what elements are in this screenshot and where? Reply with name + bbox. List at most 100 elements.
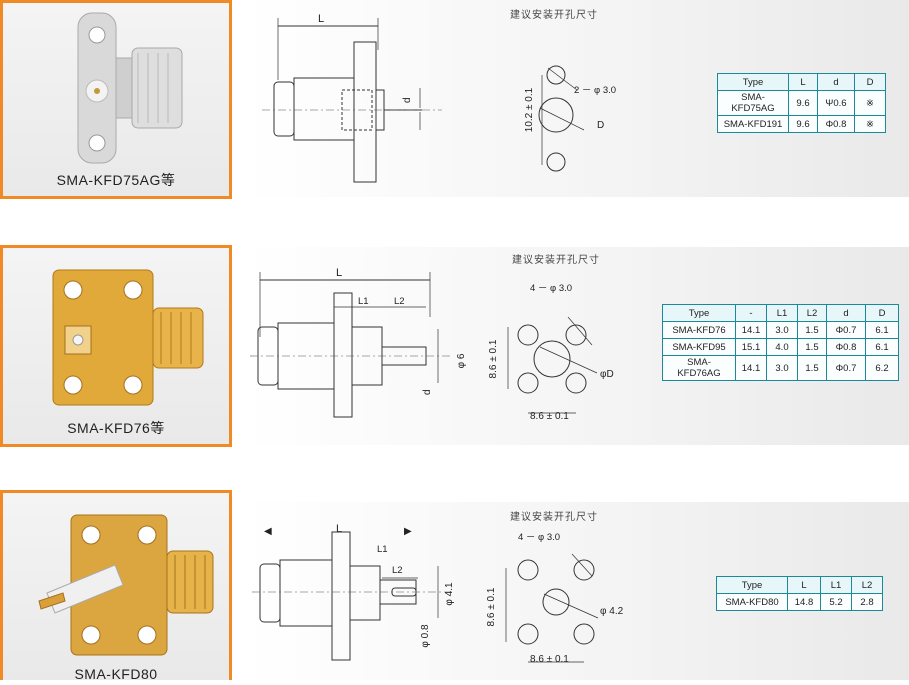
table-cell: SMA-KFD80	[716, 593, 788, 611]
table-header: L1	[766, 304, 798, 322]
dim-height-label: 10.2 ± 0.1	[524, 87, 535, 132]
table-header: L2	[851, 576, 883, 594]
table-cell: SMA-KFD75AG	[717, 90, 789, 116]
table-cell: 9.6	[788, 90, 818, 116]
table-header: Type	[717, 73, 789, 91]
dim-phi08-label: φ 0.8	[420, 624, 431, 648]
dim-L-label: L	[318, 13, 324, 25]
table-row: SMA-KFD76 14.1 3.0 1.5 Φ0.7 6.1	[662, 321, 899, 339]
dim-holes-label: 4 － φ 3.0	[518, 532, 560, 543]
dim-height-label: 8.6 ± 0.1	[488, 339, 499, 378]
table-cell: SMA-KFD191	[717, 115, 789, 133]
product-caption: SMA-KFD76等	[67, 420, 165, 436]
table-header-row: Type L L1 L2	[716, 576, 883, 594]
table-cell: 3.0	[766, 321, 798, 339]
table-cell: ※	[854, 115, 886, 133]
dim-L-label: L	[336, 267, 342, 279]
table-header: -	[735, 304, 767, 322]
table-header: L	[787, 576, 821, 594]
dim-L2-label: L2	[394, 296, 405, 307]
dim-L1-label: L1	[358, 296, 369, 307]
product-caption: SMA-KFD80	[74, 666, 158, 682]
dim-holes-label: 2 － φ 3.0	[574, 85, 616, 96]
hole-title: 建议安装开孔尺寸	[510, 512, 598, 523]
table-cell: Ψ0.6	[817, 90, 855, 116]
table-cell: 14.8	[787, 593, 821, 611]
table-cell: Φ0.8	[817, 115, 855, 133]
table-header: D	[865, 304, 899, 322]
table-header-row: Type L d D	[717, 73, 886, 91]
dim-d-label: d	[422, 389, 433, 395]
drawing-panel-2: L L1 L2 φ 6 d 4 － φ 3.0 8.6 ± 0.1	[242, 247, 909, 445]
dim-width-label: 8.6 ± 0.1	[530, 411, 569, 422]
table-cell: 1.5	[797, 338, 827, 356]
drawing-panel-1: L d 10.2 ± 0.1 2 － φ 3.0 D 建议安装开孔尺寸	[242, 0, 909, 197]
table-header: d	[826, 304, 866, 322]
table-cell: SMA-KFD76	[662, 321, 736, 339]
table-header: Type	[716, 576, 788, 594]
dim-width-label: 8.6 ± 0.1	[530, 654, 569, 665]
dim-arrow-left-icon: ◀	[264, 526, 272, 537]
connector-image-2	[52, 269, 204, 406]
drawing-panel-3: L ◀ ▶ L1 L2 φ 4.1 φ 0.8 4 － φ 3.0 8.6 ± …	[242, 502, 909, 680]
connector-image-1	[77, 12, 183, 164]
table-cell: 2.8	[851, 593, 883, 611]
table-cell: SMA-KFD76AG	[662, 355, 736, 381]
dim-arrow-right-icon: ▶	[404, 526, 412, 537]
dim-L1-label: L1	[377, 544, 388, 555]
table-cell: 6.1	[865, 321, 899, 339]
table-header-row: Type - L1 L2 d D	[662, 304, 899, 322]
table-cell: 4.0	[766, 338, 798, 356]
table-cell: SMA-KFD95	[662, 338, 736, 356]
spec-table-1: Type L d D SMA-KFD75AG 9.6 Ψ0.6 ※ SMA-KF…	[717, 73, 886, 133]
table-cell: 14.1	[735, 355, 767, 381]
dim-D-label: D	[597, 120, 604, 131]
hole-title: 建议安装开孔尺寸	[510, 10, 598, 21]
dim-D-label: φD	[600, 369, 614, 380]
table-cell: Φ0.7	[826, 321, 866, 339]
table-row: SMA-KFD76AG 14.1 3.0 1.5 Φ0.7 6.2	[662, 355, 899, 381]
table-cell: 15.1	[735, 338, 767, 356]
table-header: L	[788, 73, 818, 91]
table-header: L2	[797, 304, 827, 322]
hole-title: 建议安装开孔尺寸	[512, 255, 600, 266]
table-row: SMA-KFD80 14.8 5.2 2.8	[716, 593, 883, 611]
table-header: d	[817, 73, 855, 91]
table-cell: 5.2	[820, 593, 852, 611]
product-photo-1: SMA-KFD75AG等	[0, 0, 232, 199]
table-cell: 6.1	[865, 338, 899, 356]
dim-phi41-label: φ 4.1	[444, 582, 455, 606]
table-cell: 1.5	[797, 355, 827, 381]
table-cell: ※	[854, 90, 886, 116]
technical-drawing-3: L ◀ ▶ L1 L2 φ 4.1 φ 0.8 4 － φ 3.0 8.6 ± …	[252, 523, 624, 665]
table-cell: 6.2	[865, 355, 899, 381]
connector-image-3	[38, 514, 214, 656]
technical-drawing-1: L d 10.2 ± 0.1 2 － φ 3.0 D	[262, 13, 616, 183]
table-row: SMA-KFD75AG 9.6 Ψ0.6 ※	[717, 90, 886, 116]
product-row-2: SMA-KFD76等 L L1 L2 φ 6 d 4 － φ 3.0 8.6 ±…	[0, 245, 909, 447]
product-row-1: SMA-KFD75AG等 L d 10.2 ± 0.1 2 －	[0, 0, 909, 200]
table-row: SMA-KFD95 15.1 4.0 1.5 Φ0.8 6.1	[662, 338, 899, 356]
product-caption: SMA-KFD75AG等	[56, 172, 176, 188]
dim-holes-label: 4 － φ 3.0	[530, 283, 572, 294]
dim-L-label: L	[336, 523, 342, 535]
product-photo-2: SMA-KFD76等	[0, 245, 232, 447]
table-header: D	[854, 73, 886, 91]
dim-phi6-label: φ 6	[456, 353, 467, 368]
table-cell: 3.0	[766, 355, 798, 381]
spec-table-2: Type - L1 L2 d D SMA-KFD76 14.1 3.0 1.5 …	[662, 304, 899, 381]
table-cell: 1.5	[797, 321, 827, 339]
dim-height-label: 8.6 ± 0.1	[486, 587, 497, 626]
table-cell: Φ0.7	[826, 355, 866, 381]
dim-D-label: φ 4.2	[600, 606, 624, 617]
table-cell: 9.6	[788, 115, 818, 133]
table-cell: Φ0.8	[826, 338, 866, 356]
table-row: SMA-KFD191 9.6 Φ0.8 ※	[717, 115, 886, 133]
dim-L2-label: L2	[392, 565, 403, 576]
table-header: L1	[820, 576, 852, 594]
table-header: Type	[662, 304, 736, 322]
product-photo-3: SMA-KFD80	[0, 490, 232, 682]
spec-table-3: Type L L1 L2 SMA-KFD80 14.8 5.2 2.8	[716, 576, 883, 611]
dim-d-label: d	[402, 97, 413, 103]
technical-drawing-2: L L1 L2 φ 6 d 4 － φ 3.0 8.6 ± 0.1	[250, 267, 614, 422]
